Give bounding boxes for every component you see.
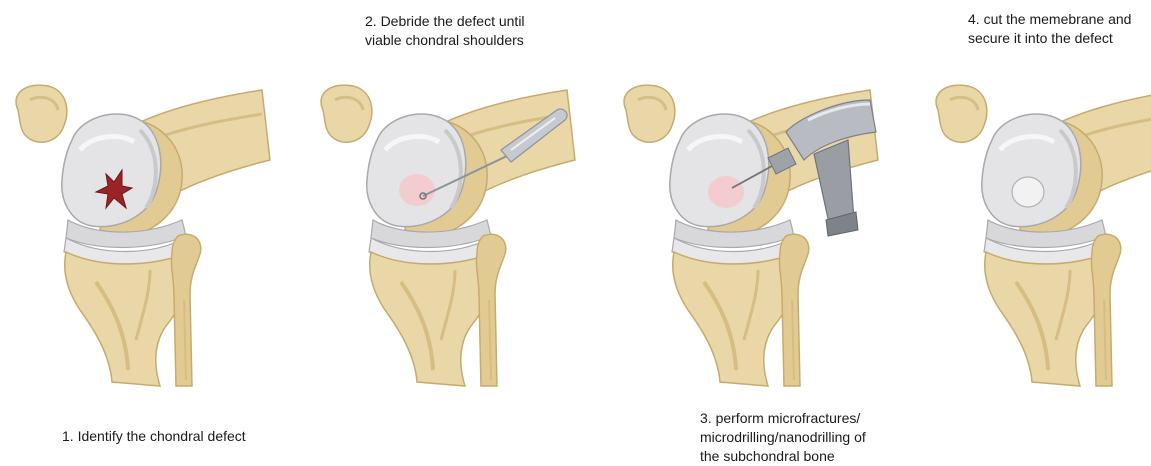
membrane-patch	[1012, 177, 1044, 207]
step-1-illustration	[0, 70, 300, 400]
step-2-illustration	[305, 70, 605, 400]
step-3-caption-line-1: 3. perform microfractures/	[700, 409, 866, 428]
step-4-caption-line-1: 4. cut the memebrane and	[968, 10, 1131, 29]
step-3-caption-line-2: microdrilling/nanodrilling of	[700, 428, 866, 447]
step-4-caption-line-2: secure it into the defect	[968, 29, 1131, 48]
knee-illustration-1	[0, 70, 300, 400]
knee-illustration-3	[608, 70, 908, 400]
step-3-caption: 3. perform microfractures/ microdrilling…	[700, 409, 866, 466]
step-1-caption-line-1: 1. Identify the chondral defect	[62, 427, 246, 446]
debrided-defect-area	[399, 174, 435, 206]
step-1-caption: 1. Identify the chondral defect	[62, 427, 246, 446]
step-4-illustration	[920, 70, 1151, 400]
step-3-caption-line-3: the subchondral bone	[700, 447, 866, 466]
step-2-caption-line-2: viable chondral shoulders	[365, 31, 525, 50]
step-3-illustration	[608, 70, 908, 400]
microfracture-area	[708, 176, 744, 208]
step-2-caption: 2. Debride the defect until viable chond…	[365, 12, 525, 50]
step-4-caption: 4. cut the memebrane and secure it into …	[968, 10, 1131, 48]
step-2-caption-line-1: 2. Debride the defect until	[365, 12, 525, 31]
knee-illustration-4	[920, 70, 1151, 400]
knee-illustration-2	[305, 70, 605, 400]
